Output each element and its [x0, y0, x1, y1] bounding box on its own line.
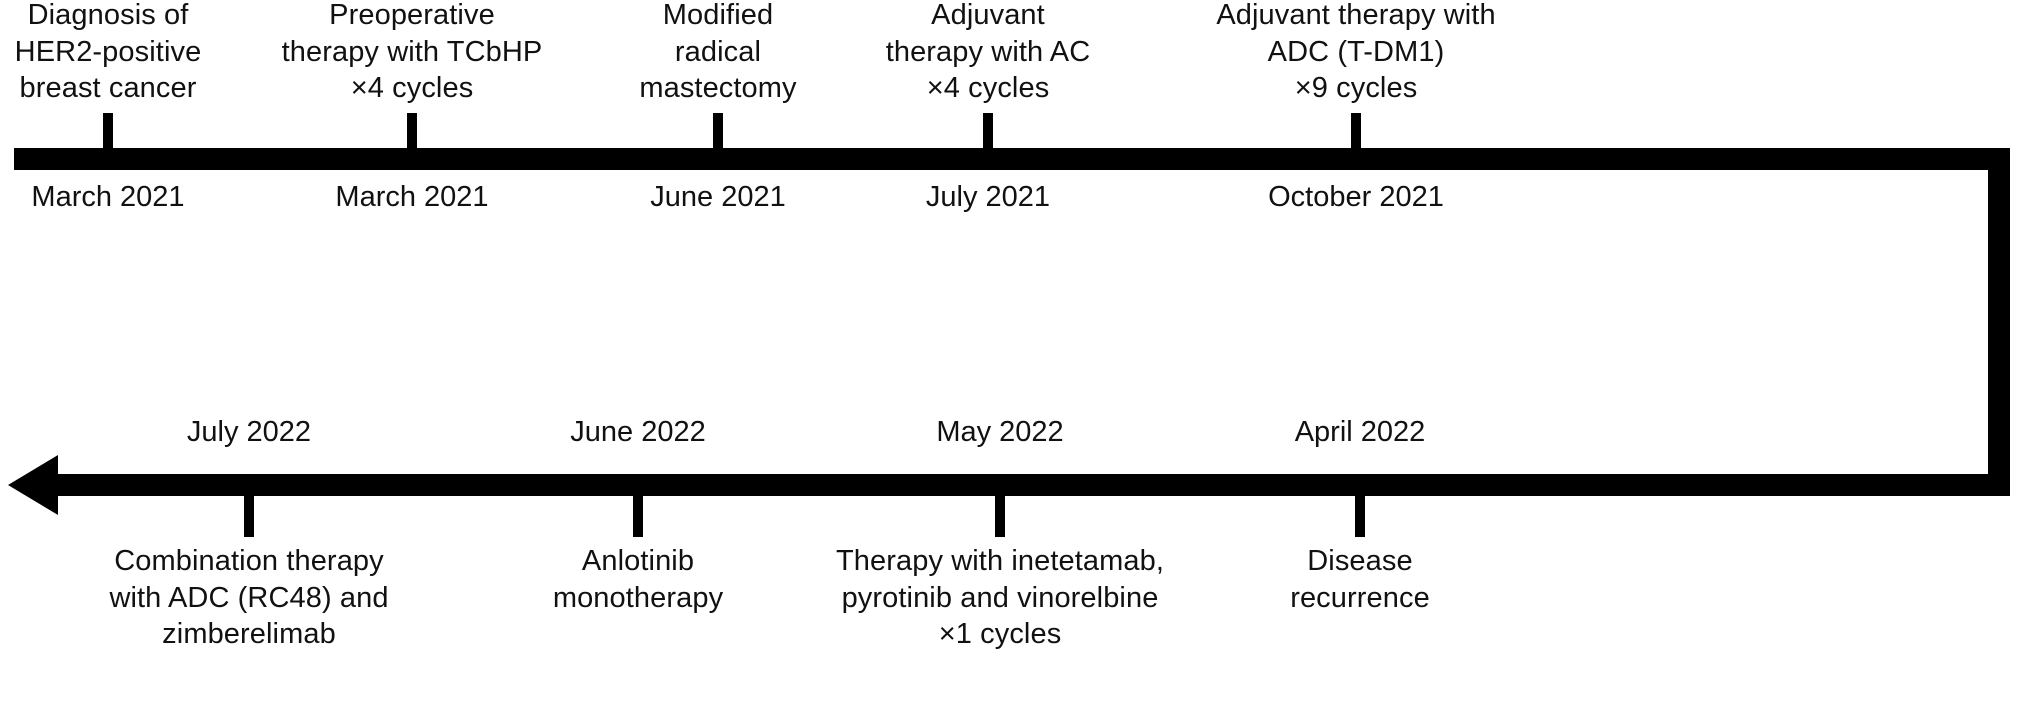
timeline-rail-right-connector [1988, 148, 2010, 496]
timeline-event-date-adjuvant-ac: July 2021 [925, 181, 1051, 213]
timeline-rail-top [14, 148, 2010, 170]
timeline-tick-diagnosis [103, 113, 113, 153]
timeline-event-date-preoperative-therapy: March 2021 [335, 181, 489, 213]
timeline-arrow-icon [8, 455, 58, 515]
timeline-event-label-diagnosis: Diagnosis of HER2-positive breast cancer [14, 0, 202, 105]
timeline-event-date-diagnosis: March 2021 [31, 181, 185, 213]
timeline-event-date-mastectomy: June 2021 [650, 181, 786, 213]
timeline-tick-adjuvant-adc-tdm1 [1351, 113, 1361, 153]
timeline-tick-anlotinib [633, 493, 643, 537]
timeline-event-label-mastectomy: Modified radical mastectomy [639, 0, 797, 105]
timeline-event-date-combination-rc48: July 2022 [186, 416, 312, 448]
timeline-event-label-adjuvant-ac: Adjuvant therapy with AC ×4 cycles [885, 0, 1091, 105]
timeline-tick-adjuvant-ac [983, 113, 993, 153]
timeline-tick-combination-rc48 [244, 493, 254, 537]
timeline-tick-mastectomy [713, 113, 723, 153]
timeline-event-label-combination-rc48: Combination therapy with ADC (RC48) and … [109, 545, 389, 651]
timeline-rail-bottom [52, 474, 2010, 496]
timeline-event-label-adjuvant-adc-tdm1: Adjuvant therapy with ADC (T-DM1) ×9 cyc… [1216, 0, 1496, 105]
timeline-event-date-anlotinib: June 2022 [570, 416, 706, 448]
timeline-event-date-adjuvant-adc-tdm1: October 2021 [1268, 181, 1444, 213]
timeline-tick-inetetamab-regimen [995, 493, 1005, 537]
timeline-event-date-disease-recurrence: April 2022 [1294, 416, 1426, 448]
timeline-tick-preoperative-therapy [407, 113, 417, 153]
timeline-event-label-anlotinib: Anlotinib monotherapy [552, 545, 724, 614]
timeline-event-label-disease-recurrence: Disease recurrence [1290, 545, 1430, 614]
timeline-event-date-inetetamab-regimen: May 2022 [936, 416, 1064, 448]
timeline-tick-disease-recurrence [1355, 493, 1365, 537]
timeline-event-label-preoperative-therapy: Preoperative therapy with TCbHP ×4 cycle… [281, 0, 543, 105]
timeline-event-label-inetetamab-regimen: Therapy with inetetamab, pyrotinib and v… [835, 545, 1164, 651]
